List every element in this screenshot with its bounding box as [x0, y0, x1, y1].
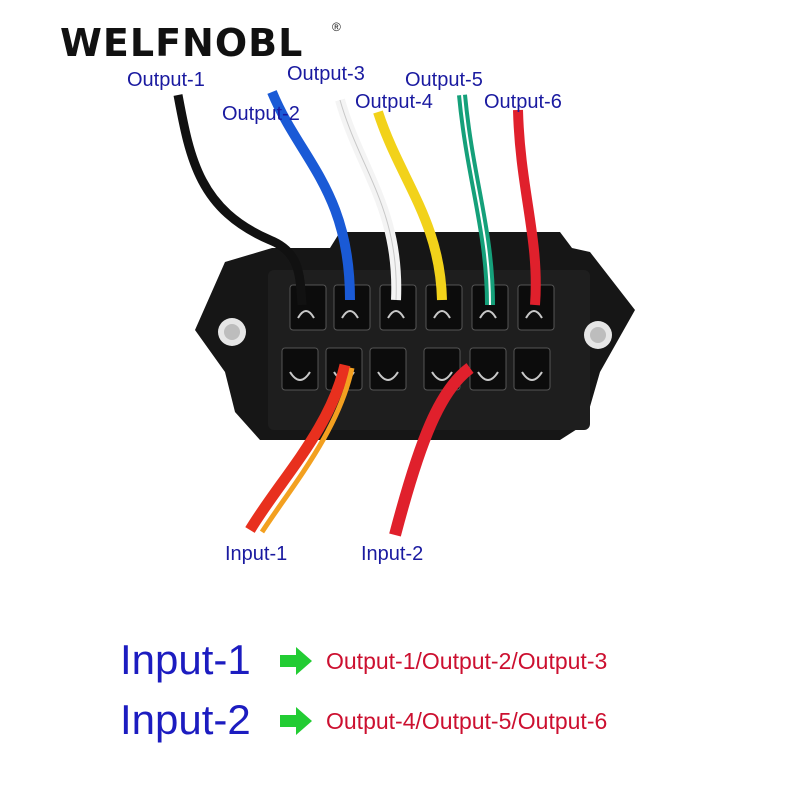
wire-output-6 [513, 109, 541, 306]
label-output-1: Output-1 [127, 69, 205, 91]
fuse-block-housing [195, 232, 635, 440]
label-output-6: Output-6 [484, 91, 562, 113]
brand-logo: WELFNOBL ® [60, 18, 360, 68]
wire-output-1 [173, 94, 307, 306]
wire-output-4 [373, 110, 447, 301]
label-output-5: Output-5 [405, 69, 483, 91]
wire-output-3-edge [339, 99, 397, 301]
label-output-2: Output-2 [222, 103, 300, 125]
label-input-2: Input-2 [361, 543, 424, 565]
arrow-right-icon [280, 647, 312, 675]
brand-name: WELFNOBL [60, 21, 304, 65]
label-output-4: Output-4 [355, 91, 433, 113]
arrow-right-icon [280, 707, 312, 735]
legend-input-1: Input-1 [120, 636, 251, 683]
legend-outputs-2: Output-4/Output-5/Output-6 [326, 708, 608, 734]
label-input-1: Input-1 [225, 543, 288, 565]
wire-input-2 [389, 363, 474, 537]
label-output-3: Output-3 [287, 63, 365, 85]
wire-input-1-stripe [259, 367, 355, 534]
wire-output-2 [267, 90, 355, 301]
legend-input-2: Input-2 [120, 696, 251, 743]
wire-output-5-stripe [461, 94, 491, 306]
wire-input-1 [245, 363, 351, 533]
registered-mark: ® [332, 20, 341, 34]
legend-outputs-1: Output-1/Output-2/Output-3 [326, 648, 608, 674]
